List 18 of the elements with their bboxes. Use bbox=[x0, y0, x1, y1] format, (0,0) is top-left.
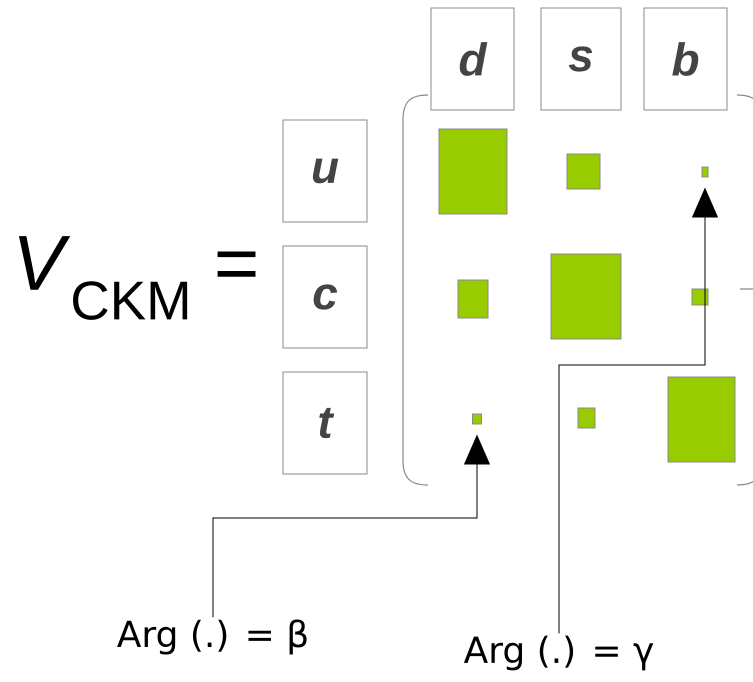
header-box: c bbox=[282, 246, 368, 348]
matrix-element-square bbox=[438, 128, 508, 214]
matrix-element-square bbox=[692, 288, 708, 306]
matrix-symbol: V$_{CKM}$ = bbox=[18, 236, 256, 320]
header-box: t bbox=[282, 372, 368, 474]
matrix-element-square bbox=[702, 166, 708, 178]
matrix-element-square bbox=[668, 376, 736, 462]
header-box: b bbox=[644, 8, 728, 110]
matrix-element-square bbox=[550, 254, 622, 340]
header-box: d bbox=[430, 8, 514, 110]
matrix-element-square bbox=[458, 280, 488, 318]
angle-label: Arg (.) = β bbox=[117, 619, 307, 655]
matrix-element-square bbox=[578, 408, 596, 428]
header-box: s bbox=[540, 8, 622, 110]
matrix-element-square bbox=[566, 154, 600, 190]
angle-label: Arg (.) = γ bbox=[464, 636, 654, 670]
header-box: u bbox=[282, 120, 368, 222]
matrix-element-square bbox=[472, 414, 482, 424]
